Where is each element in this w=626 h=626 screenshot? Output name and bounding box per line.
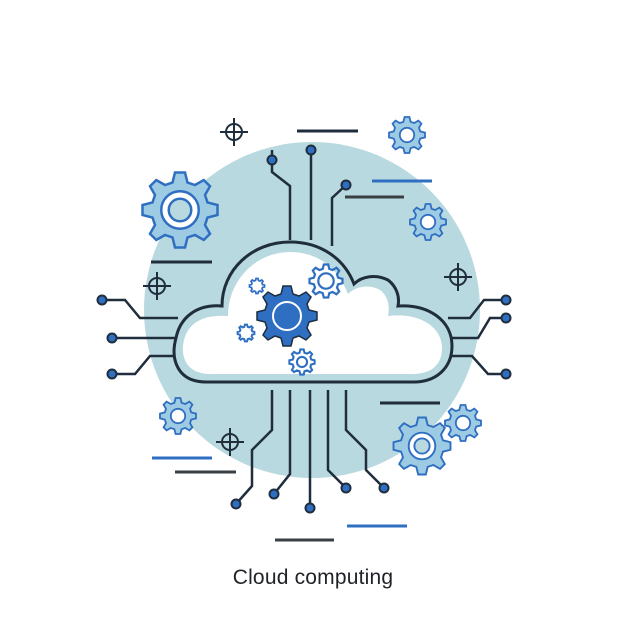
circuit-node-icon xyxy=(96,294,108,306)
circuit-node-icon xyxy=(500,294,512,306)
gear-icon xyxy=(392,416,452,476)
circuit-node-icon xyxy=(106,368,118,380)
circuit-node-icon xyxy=(340,482,352,494)
circuit-node-icon xyxy=(500,312,512,324)
circuit-node-icon xyxy=(304,502,316,514)
caption-title: Cloud computing xyxy=(232,566,394,589)
circuit-node-icon xyxy=(340,179,352,191)
circuit-node-icon xyxy=(106,332,118,344)
circuit-node-icon xyxy=(266,154,278,166)
circuit-node-icon xyxy=(305,144,317,156)
crosshair-icon xyxy=(444,263,472,291)
circuit-nodes-bottom xyxy=(230,482,390,514)
decorative-lines xyxy=(151,129,440,542)
circuit-node-icon xyxy=(268,488,280,500)
gear-icon xyxy=(256,285,318,347)
circuit-node-icon xyxy=(378,482,390,494)
gear-icon xyxy=(159,397,197,435)
gear-icon xyxy=(288,348,316,376)
circuit-lines-right xyxy=(444,298,506,376)
gear-icon xyxy=(308,263,344,299)
gear-icon xyxy=(444,404,482,442)
crosshair-icon xyxy=(143,272,171,300)
circuit-lines-left xyxy=(102,298,182,376)
crosshair-icon xyxy=(220,118,248,146)
gear-icon xyxy=(388,116,426,154)
crosshair-icon xyxy=(216,428,244,456)
circuit-node-icon xyxy=(230,498,242,510)
circuit-node-icon xyxy=(500,368,512,380)
circuit-nodes-left xyxy=(96,294,118,380)
circuit-lines-bottom xyxy=(235,390,385,508)
circuit-nodes-right xyxy=(500,294,512,380)
gear-icon xyxy=(141,171,219,249)
gear-icon xyxy=(409,203,447,241)
circuit-nodes-top xyxy=(266,144,352,191)
